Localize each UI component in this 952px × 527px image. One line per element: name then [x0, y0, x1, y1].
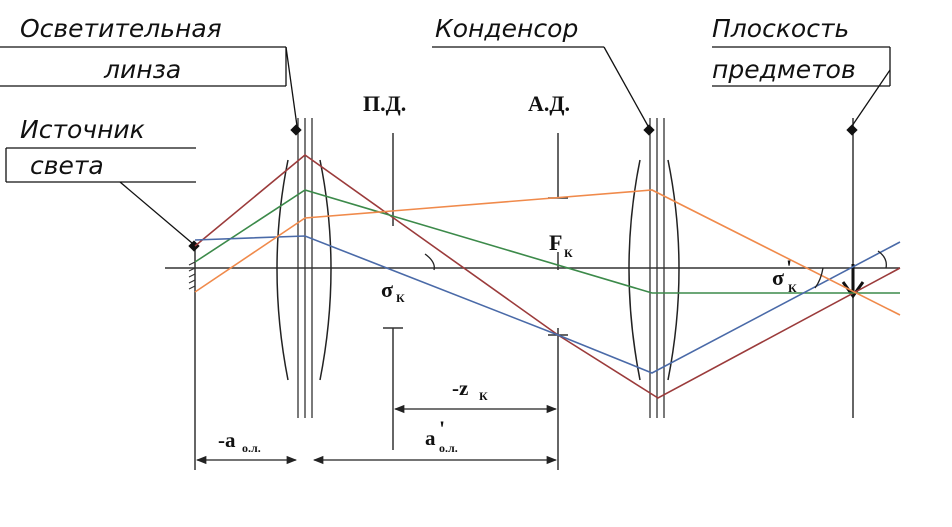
aperture-stop [548, 133, 568, 470]
dimension-a-ol-prime: a ' о.л. [312, 416, 558, 465]
callout-illumination-lens-line2: линза [103, 55, 181, 84]
callout-object-plane: Плоскость предметов [712, 14, 891, 127]
callout-illumination-lens: Осветительная линза [0, 14, 298, 127]
svg-text:К: К [788, 281, 797, 295]
sigma-prime-arc-right [877, 250, 887, 269]
ray-blue [194, 235, 901, 374]
rays [194, 153, 901, 399]
ray-orange [194, 189, 901, 316]
svg-text:a: a [425, 426, 436, 450]
svg-text:К: К [479, 389, 488, 403]
sigma-prime-label: σ ' К [772, 255, 797, 295]
callout-condenser-line1: Конденсор [435, 14, 578, 43]
svg-text:': ' [439, 416, 445, 441]
callout-object-plane-line2: предметов [712, 55, 856, 84]
callout-light-source-line1: Источник [20, 115, 145, 144]
callout-light-source-line2: света [30, 151, 104, 180]
svg-text:σ: σ [772, 265, 784, 290]
svg-text:о.л.: о.л. [242, 441, 261, 455]
condenser-lens [628, 118, 680, 418]
ray-green [194, 189, 900, 294]
light-source [188, 240, 200, 470]
field-stop-label: П.Д. [363, 91, 406, 116]
aperture-stop-label: А.Д. [528, 91, 570, 116]
svg-text:К: К [564, 246, 573, 260]
callout-light-source: Источник света [5, 115, 196, 244]
callout-condenser: Конденсор [432, 14, 649, 127]
callout-object-plane-line1: Плоскость [712, 14, 849, 43]
sigma-label: σ К [381, 277, 405, 305]
svg-text:К: К [396, 291, 405, 305]
svg-text:': ' [786, 255, 792, 280]
illumination-lens [276, 118, 332, 418]
ray-red [194, 153, 901, 399]
focus-label: F К [549, 230, 573, 260]
svg-text:F: F [549, 230, 562, 255]
sigma-arc [424, 253, 435, 271]
sigma-prime-arc [814, 267, 824, 289]
svg-text:-z: -z [452, 376, 468, 400]
svg-text:о.л.: о.л. [439, 441, 458, 455]
svg-text:-a: -a [218, 428, 236, 452]
dimension-a-ol: -a о.л. [195, 428, 298, 465]
callout-illumination-lens-line1: Осветительная [20, 14, 222, 43]
dimension-z-k: -z К [393, 376, 558, 414]
svg-text:σ: σ [381, 277, 393, 302]
